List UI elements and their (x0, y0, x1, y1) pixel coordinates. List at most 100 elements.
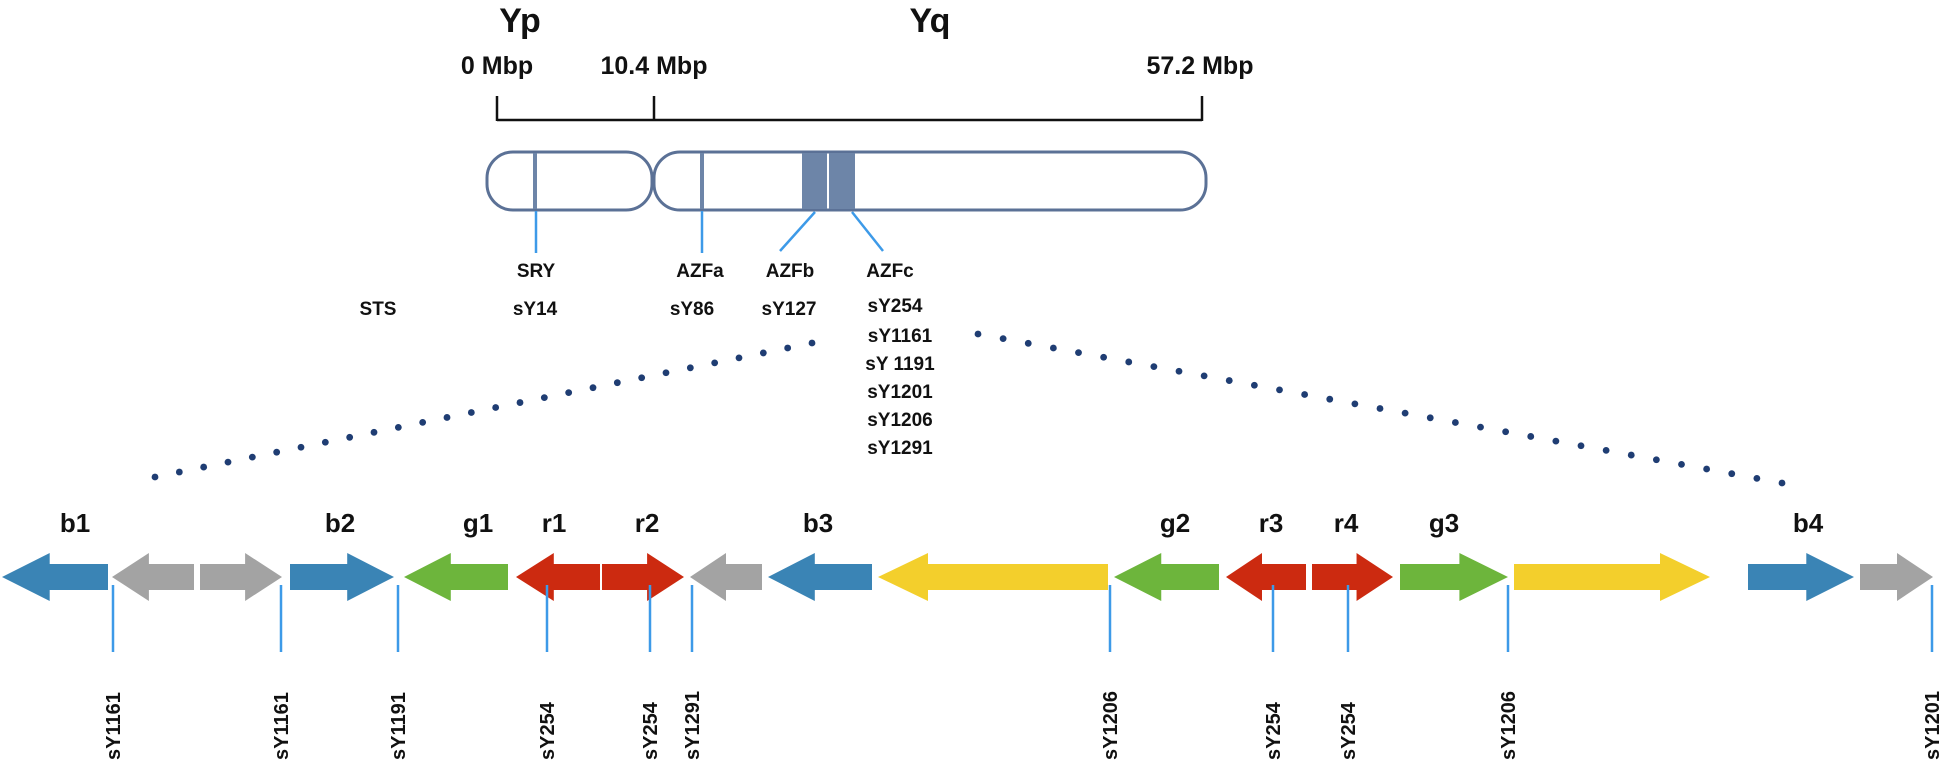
zoom-dot-right (1552, 437, 1560, 445)
amplicon-arrow (878, 553, 1108, 601)
scale-label-end: 57.2 Mbp (1147, 52, 1254, 80)
sts-azfc: sY1161 (868, 326, 933, 347)
zoom-dot-right (1426, 414, 1434, 422)
amplicon-arrow-r3 (1226, 553, 1306, 601)
zoom-dot-left (662, 369, 670, 377)
marker-label-sY1191: sY1191 (388, 692, 410, 760)
zoom-dot-left (370, 428, 378, 436)
zoom-dot-left (419, 419, 427, 426)
zoom-dot-right (1477, 423, 1484, 431)
zoom-dot-right (1527, 433, 1535, 440)
region-connectors (534, 211, 884, 253)
zoom-dot-left (248, 453, 256, 461)
zoom-dot-right (1200, 372, 1208, 380)
zoom-dot-right (1351, 400, 1359, 408)
amplicon-label-b1: b1 (60, 508, 90, 538)
amplicon-arrow-r1 (516, 553, 600, 601)
zoom-dot-right (1150, 363, 1158, 370)
amplicon-arrow (200, 553, 282, 601)
zoom-dot-right (1024, 339, 1032, 347)
amplicon-arrow (1514, 553, 1710, 601)
chromosome-ideogram (485, 150, 1208, 212)
amplicon-label-g2: g2 (1160, 508, 1190, 538)
region-label-azfc: AZFc (866, 261, 914, 282)
amplicon-arrow (1860, 553, 1933, 601)
zoom-dot-left (200, 463, 208, 471)
amplicon-label-b2: b2 (325, 508, 355, 538)
amplicon-label-g1: g1 (463, 508, 493, 538)
zoom-dotted-lines (151, 330, 1786, 487)
zoom-dot-right (1753, 474, 1761, 482)
zoom-dot-left (638, 374, 646, 382)
zoom-dot-left (394, 423, 402, 431)
marker-label-sY254: sY254 (1338, 701, 1360, 760)
zoom-dot-left (711, 359, 719, 367)
region-label-sry: SRY (517, 261, 556, 282)
chromosome-q-arm (652, 150, 1208, 212)
zoom-dot-right (1125, 358, 1133, 366)
amplicon-arrow (112, 553, 194, 601)
sts-heading: STS (360, 299, 397, 320)
marker-label-sY254: sY254 (1263, 701, 1285, 760)
amplicon-arrow-r4 (1312, 553, 1393, 601)
zoom-dot-left (175, 468, 183, 476)
zoom-dot-left (492, 404, 500, 411)
zoom-dot-left (735, 354, 743, 362)
zoom-dot-left (273, 448, 281, 456)
marker-label-sY1161: sY1161 (103, 692, 125, 760)
zoom-dot-right (1075, 349, 1082, 357)
sts-azfc: sY1206 (867, 410, 933, 431)
zoom-dot-left (808, 339, 816, 347)
zoom-dot-right (1049, 344, 1057, 352)
amplicon-label-b3: b3 (803, 508, 833, 538)
amplicon-arrow-b4 (1748, 553, 1854, 601)
zoom-dot-left (224, 458, 232, 466)
zoom-dot-left (151, 473, 159, 481)
zoom-dot-right (1451, 419, 1459, 426)
chromosome-p-arm (485, 150, 654, 212)
zoom-dot-right (1577, 442, 1585, 450)
marker-label-sY1206: sY1206 (1498, 691, 1520, 760)
zoom-dot-right (1100, 353, 1108, 361)
amplicon-label-r3: r3 (1259, 508, 1284, 538)
amplicon-arrow-g1 (404, 553, 508, 601)
marker-label-sY254: sY254 (537, 701, 559, 760)
amplicon-label-r1: r1 (542, 508, 567, 538)
zoom-dot-left (589, 384, 597, 392)
zoom-dot-right (1602, 447, 1610, 454)
zoom-dot-right (1225, 377, 1233, 384)
marker-label-sY254: sY254 (640, 701, 662, 760)
zoom-dot-right (1678, 460, 1685, 468)
zoom-dot-right (1401, 409, 1409, 417)
amplicon-arrow-g2 (1114, 553, 1219, 601)
sts-azfb: sY127 (762, 299, 817, 320)
scale-bracket (495, 96, 1204, 122)
region-label-azfb: AZFb (766, 261, 815, 282)
sts-azfa: sY86 (670, 299, 714, 320)
zoom-dot-right (1276, 386, 1283, 394)
zoom-dot-right (1703, 465, 1711, 473)
sts-azfc: sY 1191 (865, 354, 935, 375)
zoom-dot-left (346, 433, 354, 441)
sts-sry: sY14 (513, 299, 558, 320)
arm-title-yp: Yp (499, 2, 541, 40)
zoom-dot-right (1778, 479, 1786, 487)
marker-label-sY1291: sY1291 (682, 691, 704, 760)
zoom-dot-left (540, 394, 548, 401)
marker-label-sY1206: sY1206 (1100, 691, 1122, 760)
zoom-dot-left (686, 364, 694, 372)
zoom-dot-left (443, 414, 451, 421)
zoom-dot-right (999, 335, 1007, 343)
amplicon-arrow-b2 (290, 553, 394, 601)
amplicon-label-b4: b4 (1793, 508, 1824, 538)
sts-azfc: sY254 (868, 296, 923, 317)
amplicon-arrow (690, 553, 762, 601)
region-label-azfa: AZFa (676, 261, 724, 282)
amplicon-label-r2: r2 (635, 508, 660, 538)
zoom-dot-left (613, 379, 621, 387)
zoom-dot-right (1326, 395, 1334, 403)
sts-azfc: sY1201 (867, 382, 933, 403)
